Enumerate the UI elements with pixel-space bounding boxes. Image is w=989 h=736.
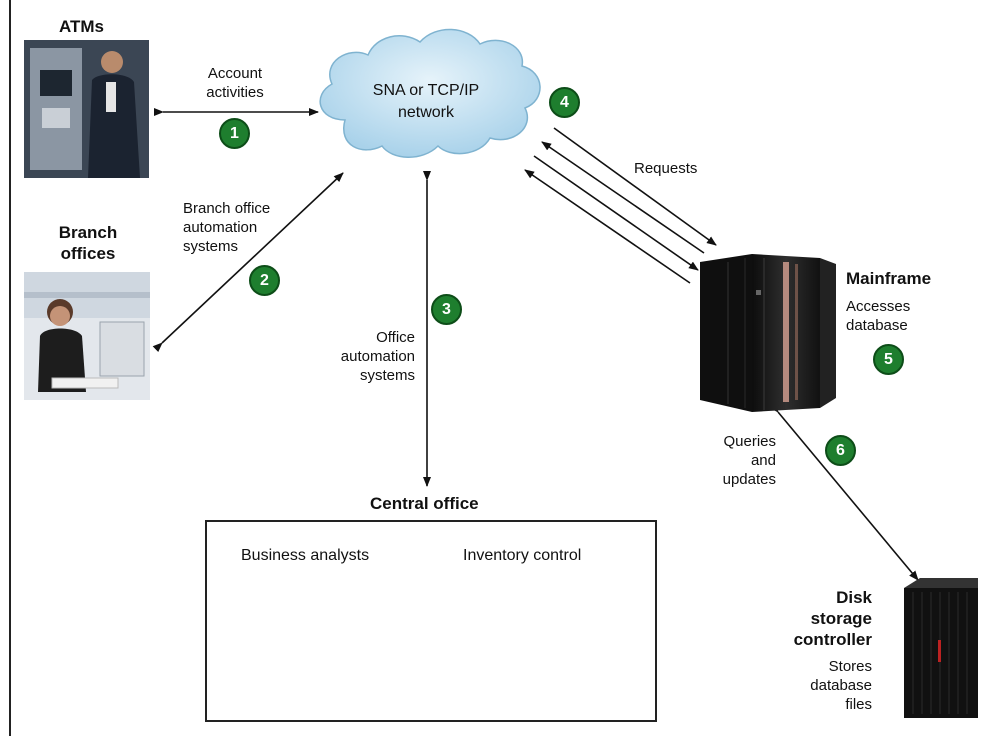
left-border-line <box>9 0 11 736</box>
office-automation-label: Office automation systems <box>322 328 415 385</box>
office-auto-line-1: Office <box>376 329 415 346</box>
disk-storage-controller-label: Disk storage controller <box>780 587 872 650</box>
office-auto-line-2: automation <box>340 348 415 365</box>
central-office-box <box>205 520 657 722</box>
branch-offices-line-1: Branch <box>58 223 118 242</box>
network-label: SNA or TCP/IP network <box>346 80 506 124</box>
disk-line-2: storage <box>810 609 872 628</box>
central-office-label: Central office <box>370 494 479 513</box>
network-line-2: network <box>397 104 455 121</box>
stores-database-files-label: Stores database files <box>780 657 872 714</box>
accesses-database-label: Accesses database <box>846 297 910 335</box>
network-cloud <box>319 28 541 158</box>
office-auto-line-3: systems <box>359 367 415 384</box>
queries-line-3: updates <box>722 471 776 488</box>
branch-auto-line-3: systems <box>183 238 239 255</box>
atm-photo <box>24 40 149 178</box>
network-line-1: SNA or TCP/IP <box>372 82 480 99</box>
step-badge-1: 1 <box>219 118 250 149</box>
queries-line-2: and <box>750 452 776 469</box>
queries-updates-label: Queries and updates <box>690 432 776 489</box>
stores-line-3: files <box>845 696 872 713</box>
step-badge-4: 4 <box>549 87 580 118</box>
branch-automation-label: Branch office automation systems <box>183 199 270 256</box>
step-badge-6: 6 <box>825 435 856 466</box>
disk-line-1: Disk <box>836 588 872 607</box>
branch-office-photo <box>24 272 150 400</box>
atms-label: ATMs <box>59 17 105 36</box>
business-analysts-label: Business analysts <box>241 547 370 564</box>
stores-line-1: Stores <box>828 658 872 675</box>
step-badge-3: 3 <box>431 294 462 325</box>
account-line-2: activities <box>206 84 264 101</box>
mainframe-graphic <box>700 254 836 412</box>
inventory-control-label: Inventory control <box>463 547 582 564</box>
step-badge-2: 2 <box>249 265 280 296</box>
branch-offices-label: Branch offices <box>40 222 136 264</box>
account-activities-label: Account activities <box>190 64 280 102</box>
branch-auto-line-2: automation <box>183 219 258 236</box>
stores-line-2: database <box>810 677 872 694</box>
accesses-line-1: Accesses <box>846 298 911 315</box>
branch-auto-line-1: Branch office <box>183 200 271 217</box>
step-badge-5: 5 <box>873 344 904 375</box>
accesses-line-2: database <box>846 317 908 334</box>
disk-line-3: controller <box>793 630 872 649</box>
disk-controller-graphic <box>904 578 978 718</box>
account-line-1: Account <box>207 65 263 82</box>
mainframe-label: Mainframe <box>846 269 932 288</box>
branch-offices-line-2: offices <box>60 244 116 263</box>
requests-label: Requests <box>634 160 698 177</box>
queries-line-1: Queries <box>723 433 776 450</box>
